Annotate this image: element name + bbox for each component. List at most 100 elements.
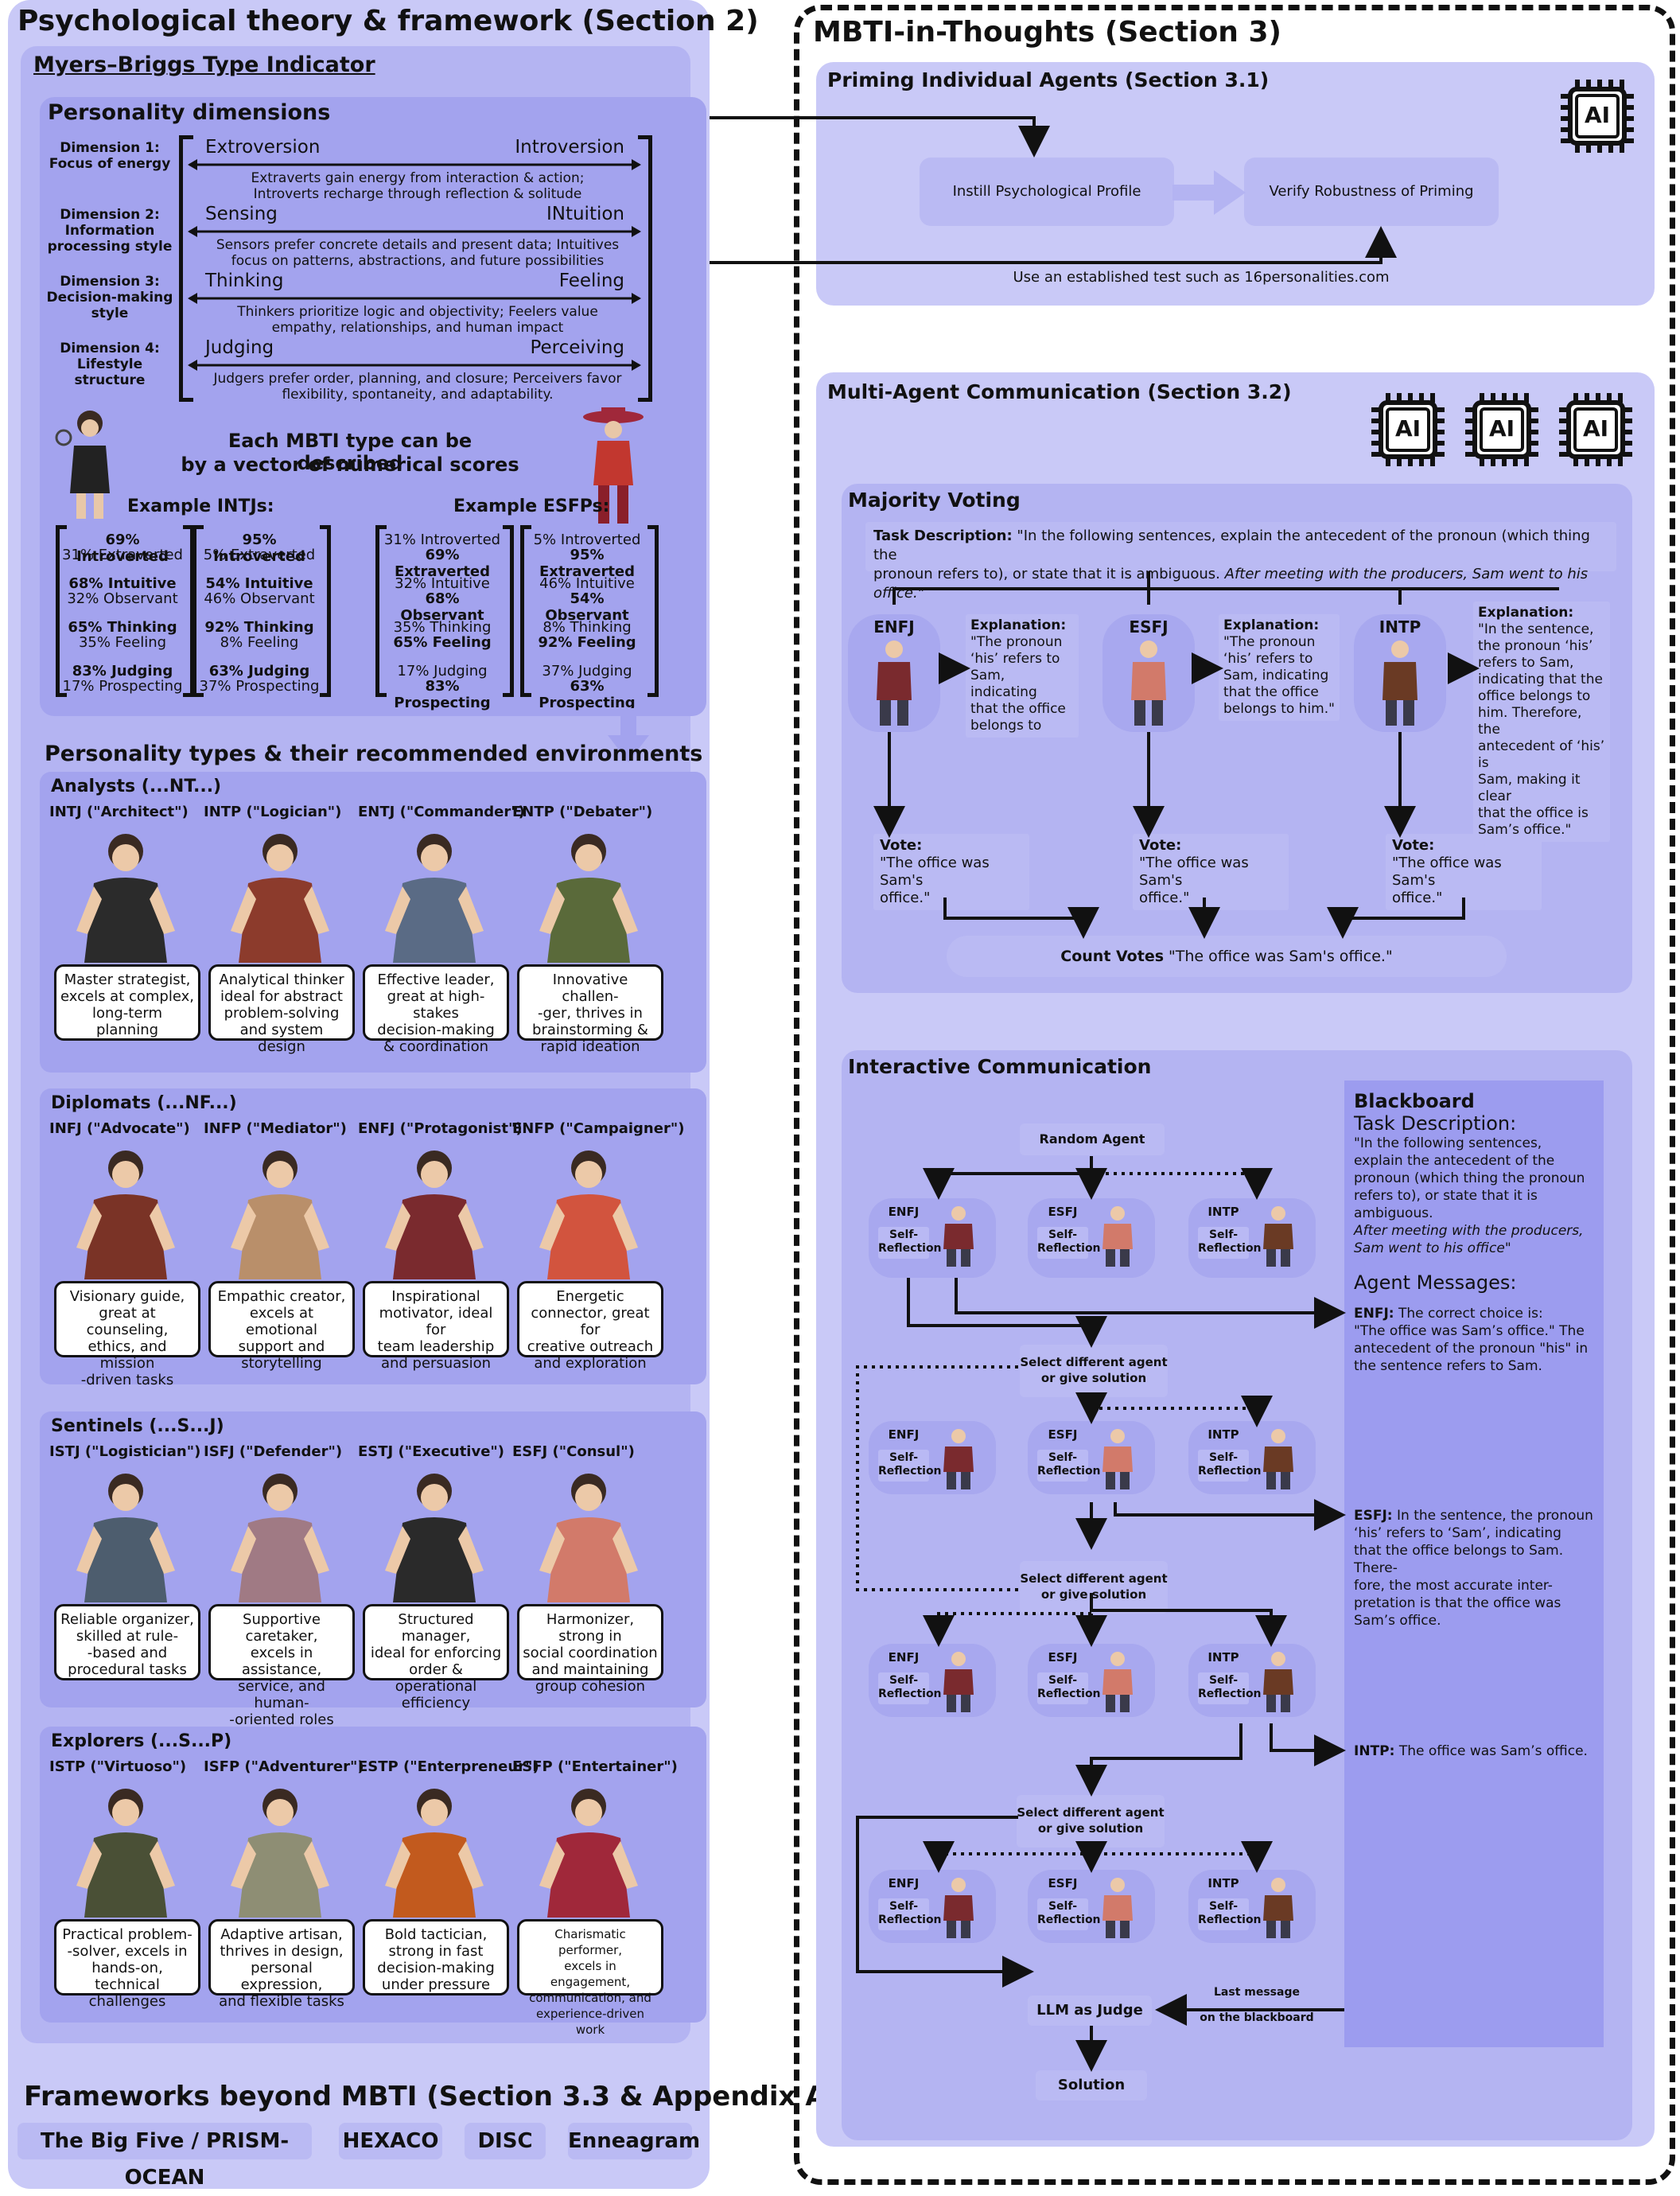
agent-node-name: ENFJ [888,1876,920,1890]
dimension-name: Focus of energy [49,156,171,172]
self-reflection-2: Reflection [878,1688,942,1700]
message-first-line: INTP: The office was Sam’s office. [1354,1742,1597,1760]
self-reflection-box: Self-Reflection [1198,1450,1262,1482]
type-description-line: great at high-stakes [387,988,485,1022]
dimension-left-pole: Extroversion [205,137,321,158]
agent-node-name: INTP [1208,1876,1239,1890]
agent-figure-icon [1102,1429,1133,1489]
self-reflection-1: Self- [889,1228,919,1241]
blackboard-task-line: pronoun (which thing the pronoun [1354,1170,1585,1186]
blackboard: Blackboard Task Description: "In the fol… [1344,1080,1604,2047]
agent-figure-icon [1102,1652,1133,1712]
type-description-line: hands-on, technical [91,1960,163,1993]
solution-box: Solution [1036,2070,1147,2101]
type-description-line: rapid ideation [540,1038,640,1055]
type-description-line: -driven tasks [80,1372,174,1388]
agent-figure-icon [1102,1206,1133,1267]
priming-note: Use an established test such as 16person… [1013,269,1390,286]
explanation-line: ‘his’ refers to [970,651,1060,667]
score-line-2: 95% Extraverted [539,547,636,580]
type-title: ESFP ("Entertainer") [512,1758,678,1775]
explanation-line: "The pronoun [1223,634,1316,650]
dimensions-title: Personality dimensions [48,100,331,125]
score-line-1: 92% Thinking [204,619,314,636]
explanation-line: "In the sentence, [1478,621,1594,637]
type-description-line: procedural tasks [68,1661,187,1678]
self-reflection-1: Self- [1048,1900,1078,1913]
dimension-label: Dimension 4:Lifestyle structure [46,341,173,388]
llm-judge-box: LLM as Judge [1028,1995,1152,2026]
agent-figure-icon [1382,640,1418,726]
score-line-1: 65% Thinking [68,619,177,636]
agent-node-name: ESFJ [1048,1650,1078,1665]
self-reflection-2: Reflection [878,1914,942,1926]
type-title: ISTP ("Virtuoso") [49,1758,187,1775]
self-reflection-2: Reflection [1037,1914,1101,1926]
score-line-2: 63% Prospecting [539,678,636,711]
last-message-1: Last message [1214,1986,1300,1999]
vote-text-2: office." [1139,890,1190,906]
type-description-line: and maintaining [531,1661,649,1678]
type-description-line: Bold tactician, [384,1926,488,1943]
type-description-line: great at counseling, [86,1305,169,1338]
person-figure-icon [231,1151,329,1279]
self-reflection-2: Reflection [1037,1688,1101,1700]
double-arrow-icon [188,159,641,170]
person-figure-icon [539,1789,638,1918]
self-reflection-box: Self-Reflection [878,1450,942,1482]
dimension-left-pole: Sensing [205,204,278,224]
type-title: ISFJ ("Defender") [204,1443,343,1460]
score-line-2: 68% Observant [400,590,484,624]
count-votes-box: Count Votes"The office was Sam's office.… [947,936,1507,977]
type-description-line: Inspirational [391,1288,480,1305]
self-reflection-box: Self-Reflection [878,1898,942,1930]
type-description-line: Adaptive artisan, [220,1926,343,1943]
dimension-desc-2: Introverts recharge through reflection &… [253,186,582,202]
dimension-name: Decision-making [46,290,173,306]
type-description-line: personal expression, [240,1960,323,1993]
blackboard-messages-title: Agent Messages: [1354,1271,1517,1294]
blackboard-message: ESFJ: In the sentence, the pronoun‘his’ … [1354,1507,1597,1629]
type-description-line: brainstorming & [532,1022,648,1038]
type-description-line: decision-making [377,1960,495,1976]
vote-text-1: "The office was Sam's [1139,855,1249,889]
type-description-card: Reliable organizer,skilled at rule--base… [54,1604,200,1680]
type-description-line: Effective leader, [377,971,495,988]
interactive-title: Interactive Communication [848,1055,1152,1078]
agent-node-name: ENFJ [888,1650,920,1665]
blackboard-task: "In the following sentences,explain the … [1354,1135,1594,1257]
agent-figure-icon [1263,1429,1293,1489]
priming-arrow-icon [1172,170,1246,215]
agent-figure-icon [943,1652,974,1712]
type-description-line: excels in assistance, [241,1645,322,1678]
self-reflection-1: Self- [1048,1451,1078,1464]
voting-agent-name: ESFJ [1129,617,1169,637]
type-title: INTJ ("Architect") [49,804,189,820]
vote-text-1: "The office was Sam's [1392,855,1502,889]
self-reflection-box: Self-Reflection [1037,1672,1101,1704]
last-message-2: on the blackboard [1200,2011,1314,2024]
count-votes-label: Count Votes [1060,948,1165,965]
agent-figure-icon [943,1878,974,1938]
self-reflection-2: Reflection [878,1465,942,1478]
types-title: Personality types & their recommended en… [45,742,703,766]
type-description-line: ideal for abstract [220,988,343,1005]
type-description-line: excels in engagement, [550,1959,631,1989]
explanation-line: that the office [1223,684,1319,700]
score-line-2: 32% Observant [67,590,178,607]
dims-bracket-right [638,135,652,402]
message-line: pretation is that the office was [1354,1595,1561,1611]
message-first-line: ESFJ: In the sentence, the pronoun [1354,1507,1597,1524]
double-arrow-icon [188,226,641,237]
vote-label: Vote: [1392,837,1435,854]
person-figure-icon [76,1789,175,1918]
type-description-card: Adaptive artisan,thrives in design,perso… [208,1919,355,2010]
type-description-line: efficiency [401,1695,471,1711]
self-reflection-2: Reflection [1037,1465,1101,1478]
self-reflection-1: Self- [1048,1674,1078,1687]
message-line: the sentence refers to Sam. [1354,1358,1542,1374]
